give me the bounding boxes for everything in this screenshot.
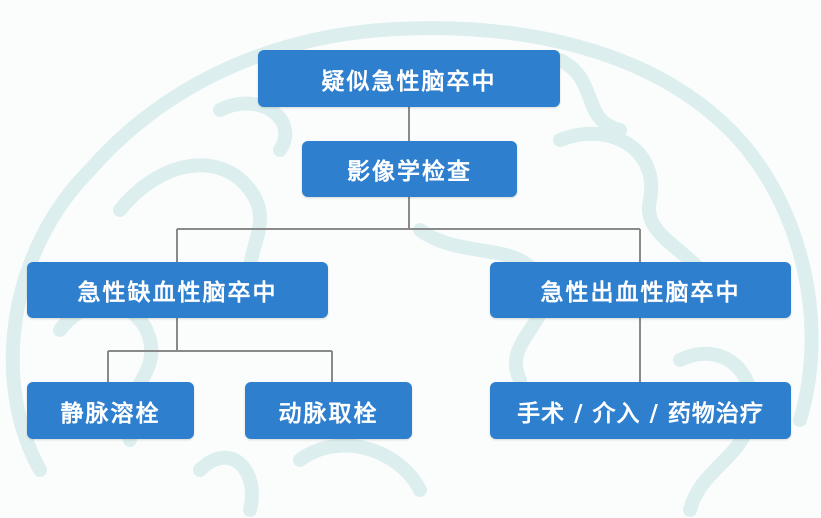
node-suspected-stroke: 疑似急性脑卒中	[258, 50, 560, 107]
node-acute-hemorrhagic-stroke: 急性出血性脑卒中	[490, 262, 791, 318]
node-hemorrhage-treatment: 手术 / 介入 / 药物治疗	[490, 382, 791, 439]
node-arterial-thrombectomy: 动脉取栓	[245, 382, 412, 439]
node-acute-ischemic-stroke: 急性缺血性脑卒中	[27, 262, 328, 318]
node-iv-thrombolysis: 静脉溶栓	[27, 382, 194, 439]
node-imaging-exam: 影像学检查	[302, 141, 517, 197]
